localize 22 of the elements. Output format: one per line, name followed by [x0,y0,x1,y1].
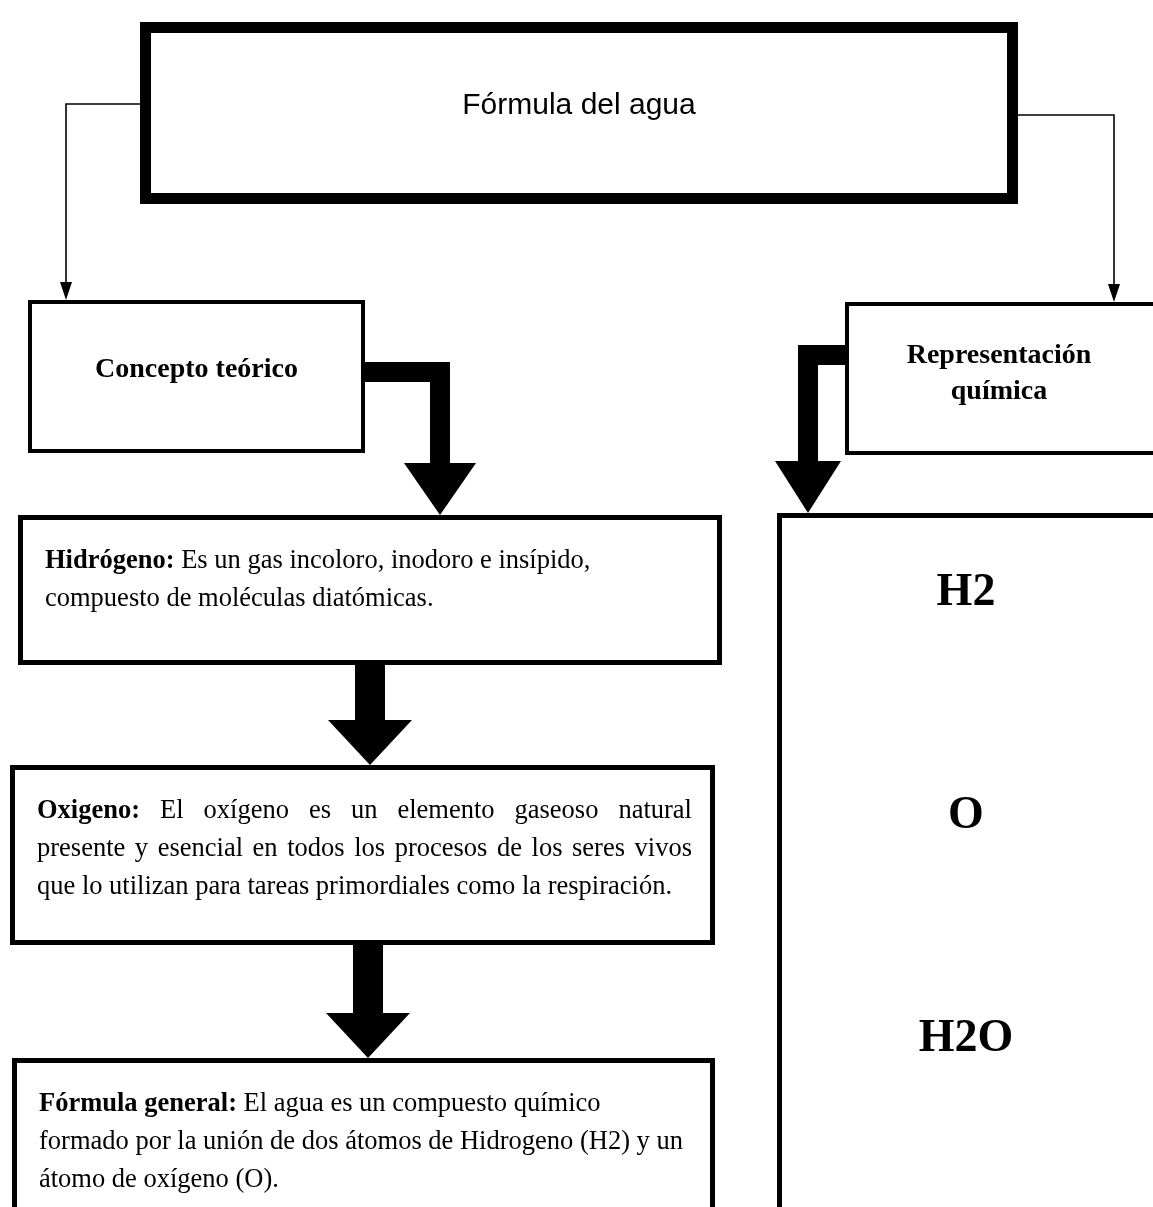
title-text: Fórmula del agua [462,87,696,121]
definition-box [18,515,722,665]
arrow [365,362,476,515]
definition-box [12,1058,715,1207]
arrow [1017,114,1120,302]
concept-box [845,302,1153,455]
arrow [60,103,141,300]
definition-box [10,765,715,945]
heading-text: Concepto teórico [95,350,298,385]
formula-panel [777,513,1153,1207]
formula-text: H2O [918,1009,1014,1062]
title-box [140,22,1018,204]
formula-text: O [948,786,984,839]
definition-text: Hidrógeno: Es un gas incoloro, inodoro e insípido, compuesto de moléculas diatómicas. [45,543,592,614]
formula-text: H2 [936,563,996,616]
concept-box [28,300,365,453]
arrow [328,665,412,765]
definition-text: Fórmula general: El agua es un compuesto químico formado por la unión de dos átomos de Hidrogeno (H2) y un átomo de oxígeno (O). [39,1086,684,1195]
arrow [326,945,410,1058]
definition-text: Oxigeno: El oxígeno es un elemento gaseoso natural presente y esencial en todos los procesos de los seres vivos que lo utilizan para tareas primordiales como la respiración. [37,793,692,902]
heading-text: Representación química [905,336,1093,407]
arrow [775,345,845,513]
